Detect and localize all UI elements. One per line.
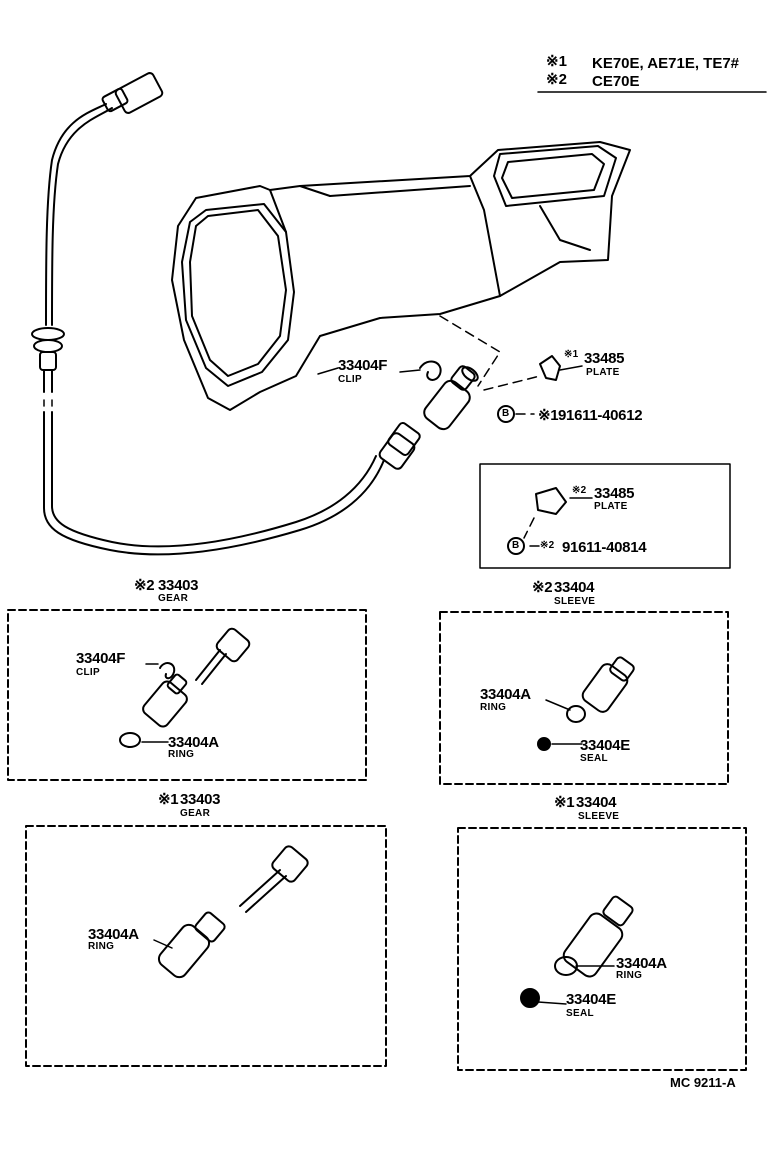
bolt-2-number: 91611-40814: [562, 539, 647, 556]
bolt-1-symbol: B: [502, 408, 510, 419]
gear-1-art: [157, 845, 309, 979]
sleeve-1-seal-name: SEAL: [566, 1008, 594, 1019]
sleeve-1-mark: ※1: [554, 794, 575, 811]
sleeve-1-name: SLEEVE: [578, 811, 620, 822]
leader-lines: [141, 365, 615, 1005]
sleeve-1-ring-name: RING: [616, 970, 643, 981]
clip-part-number: 33404F: [338, 357, 388, 374]
gear-2-mark: ※2: [134, 577, 155, 594]
plate-1-name: PLATE: [586, 367, 620, 378]
bolt-2-circle: [507, 537, 525, 555]
plate-1-mark: ※1: [564, 349, 579, 360]
bolt-1-mark: ※1: [538, 407, 559, 424]
clip-part-name: CLIP: [338, 374, 362, 385]
bolt-2-mark: ※2: [540, 540, 555, 551]
gear-2-clip-name: CLIP: [76, 667, 100, 678]
legend-mark-2: ※2: [546, 71, 567, 88]
gear-2-number: 33403: [158, 577, 199, 594]
sleeve-2-seal-name: SEAL: [580, 753, 608, 764]
bolt-1-number: 91611-40612: [558, 407, 643, 424]
sleeve-1-number: 33404: [576, 794, 617, 811]
inset-plate: [535, 487, 567, 515]
sleeve-1-seal-number: 33404E: [566, 991, 616, 1008]
sleeve-2-art: [537, 656, 635, 751]
gear-1-mark: ※1: [158, 791, 179, 808]
gear-1-ring-number: 33404A: [88, 926, 139, 943]
diagram-code: MC 9211-A: [670, 1075, 736, 1090]
inset-box: [479, 463, 731, 569]
plate-shape: [539, 355, 561, 381]
plate-1-number: 33485: [584, 350, 625, 367]
bolt-2-symbol: B: [512, 540, 520, 551]
sleeve-1-ring-number: 33404A: [616, 955, 667, 972]
sleeve-2-number: 33404: [554, 579, 595, 596]
gear-1-number: 33403: [180, 791, 221, 808]
sleeve-2-name: SLEEVE: [554, 596, 596, 607]
gear-1-name: GEAR: [180, 808, 211, 819]
gear-2-art: [119, 627, 251, 748]
sleeve-2-seal-number: 33404E: [580, 737, 630, 754]
transmission-housing: [171, 141, 631, 411]
plate-2-number: 33485: [594, 485, 635, 502]
gear-2-ring-name: RING: [168, 749, 195, 760]
gear-2-ring-number: 33404A: [168, 734, 219, 751]
legend-text-2: CE70E: [592, 73, 640, 90]
plate-2-mark: ※2: [572, 485, 587, 496]
gear-1-ring-name: RING: [88, 941, 115, 952]
gear-2-name: GEAR: [158, 593, 189, 604]
bolt-1-circle: [497, 405, 515, 423]
sleeve-1-art: [520, 895, 634, 1008]
gear-2-clip-number: 33404F: [76, 650, 126, 667]
speedometer-cable: [31, 72, 421, 556]
clip-shape: [419, 360, 442, 381]
legend-text-1: KE70E, AE71E, TE7#: [592, 55, 740, 72]
detail-boxes: [7, 609, 747, 1071]
sleeve-part: [423, 365, 479, 431]
sleeve-2-ring-number: 33404A: [480, 686, 531, 703]
dashed-leaders: [439, 315, 541, 547]
plate-2-name: PLATE: [594, 501, 628, 512]
sleeve-2-mark: ※2: [532, 579, 553, 596]
legend-mark-1: ※1: [546, 53, 567, 70]
sleeve-2-ring-name: RING: [480, 702, 507, 713]
